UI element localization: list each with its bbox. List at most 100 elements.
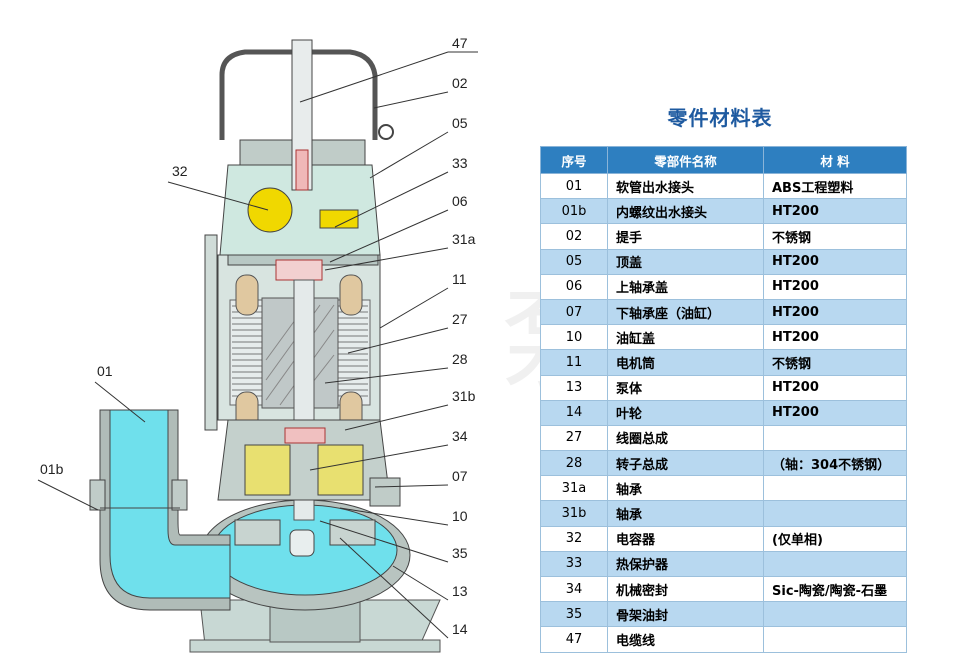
material-cell xyxy=(763,424,907,452)
material-cell: （轴：304不锈钢） xyxy=(763,450,907,477)
part-number-cell: 14 xyxy=(540,399,608,426)
callout-label: 05 xyxy=(452,115,468,131)
header-material: 材 料 xyxy=(763,146,907,174)
callout-label: 34 xyxy=(452,428,468,444)
header-number: 序号 xyxy=(540,146,608,174)
material-cell: ABS工程塑料 xyxy=(763,172,907,200)
part-name-cell: 轴承 xyxy=(607,475,764,502)
part-name-cell: 骨架油封 xyxy=(607,601,764,628)
callout-label: 11 xyxy=(452,271,467,287)
material-cell xyxy=(763,601,907,628)
callout-label: 32 xyxy=(172,163,188,179)
part-name-cell: 下轴承座（油缸） xyxy=(607,298,764,326)
part-number-cell: 13 xyxy=(540,374,608,401)
part-number-cell: 05 xyxy=(540,248,608,275)
callout-label: 31b xyxy=(452,388,476,404)
material-cell: HT200 xyxy=(763,198,907,225)
part-name-cell: 电容器 xyxy=(607,525,764,552)
oil-chamber xyxy=(217,419,401,507)
part-number-cell: 10 xyxy=(540,324,608,351)
part-name-cell: 轴承 xyxy=(607,500,764,527)
callout-label: 27 xyxy=(452,311,468,327)
material-cell: HT200 xyxy=(763,324,907,351)
callout-label: 07 xyxy=(452,468,468,484)
part-number-cell: 07 xyxy=(540,298,608,326)
part-number-cell: 01 xyxy=(540,172,608,200)
callout-label: 13 xyxy=(452,583,468,599)
material-cell xyxy=(763,500,907,527)
part-number-cell: 31b xyxy=(540,500,608,527)
part-number-cell: 06 xyxy=(540,273,608,300)
material-cell: 不锈钢 xyxy=(763,223,907,250)
part-name-cell: 内螺纹出水接头 xyxy=(607,198,764,225)
material-cell: HT200 xyxy=(763,298,907,326)
callout-label: 14 xyxy=(452,621,468,637)
material-cell: HT200 xyxy=(763,273,907,300)
part-name-cell: 油缸盖 xyxy=(607,324,764,351)
capacitor xyxy=(247,187,293,233)
part-name-cell: 叶轮 xyxy=(607,399,764,426)
part-name-cell: 泵体 xyxy=(607,374,764,401)
part-number-cell: 11 xyxy=(540,349,608,376)
part-name-cell: 机械密封 xyxy=(607,575,764,603)
header-part-name: 零部件名称 xyxy=(607,146,764,174)
callout-label: 06 xyxy=(452,193,468,209)
material-cell: 不锈钢 xyxy=(763,349,907,376)
part-number-cell: 47 xyxy=(540,626,608,653)
part-name-cell: 电缆线 xyxy=(607,626,764,653)
part-number-cell: 31a xyxy=(540,475,608,502)
part-number-cell: 01b xyxy=(540,198,608,225)
part-number-cell: 02 xyxy=(540,223,608,250)
material-cell: HT200 xyxy=(763,399,907,426)
material-cell: HT200 xyxy=(763,248,907,275)
callout-label: 01b xyxy=(40,461,64,477)
callout-label: 31a xyxy=(452,231,476,247)
material-cell: Sic-陶瓷/陶瓷-石墨 xyxy=(763,575,907,603)
parts-table-title: 零件材料表 xyxy=(667,106,773,130)
part-number-cell: 34 xyxy=(540,575,608,603)
material-cell xyxy=(763,626,907,653)
callout-label: 10 xyxy=(452,508,468,524)
callout-label: 35 xyxy=(452,545,468,561)
part-number-cell: 28 xyxy=(540,450,608,477)
part-name-cell: 电机筒 xyxy=(607,349,764,376)
material-cell: HT200 xyxy=(763,374,907,401)
part-name-cell: 线圈总成 xyxy=(607,424,764,452)
material-cell xyxy=(763,550,907,578)
part-name-cell: 顶盖 xyxy=(607,248,764,275)
part-number-cell: 32 xyxy=(540,525,608,552)
part-number-cell: 33 xyxy=(540,550,608,578)
part-number-cell: 27 xyxy=(540,424,608,452)
part-name-cell: 提手 xyxy=(607,223,764,250)
part-number-cell: 35 xyxy=(540,601,608,628)
callout-label: 47 xyxy=(452,35,468,51)
part-name-cell: 软管出水接头 xyxy=(607,172,764,200)
thermal-protector xyxy=(319,209,359,229)
material-cell xyxy=(763,475,907,502)
part-name-cell: 转子总成 xyxy=(607,450,764,477)
callout-label: 28 xyxy=(452,351,468,367)
part-name-cell: 上轴承盖 xyxy=(607,273,764,300)
callout-label: 01 xyxy=(97,363,113,379)
outlet-elbow xyxy=(89,409,231,611)
callout-label: 02 xyxy=(452,75,468,91)
